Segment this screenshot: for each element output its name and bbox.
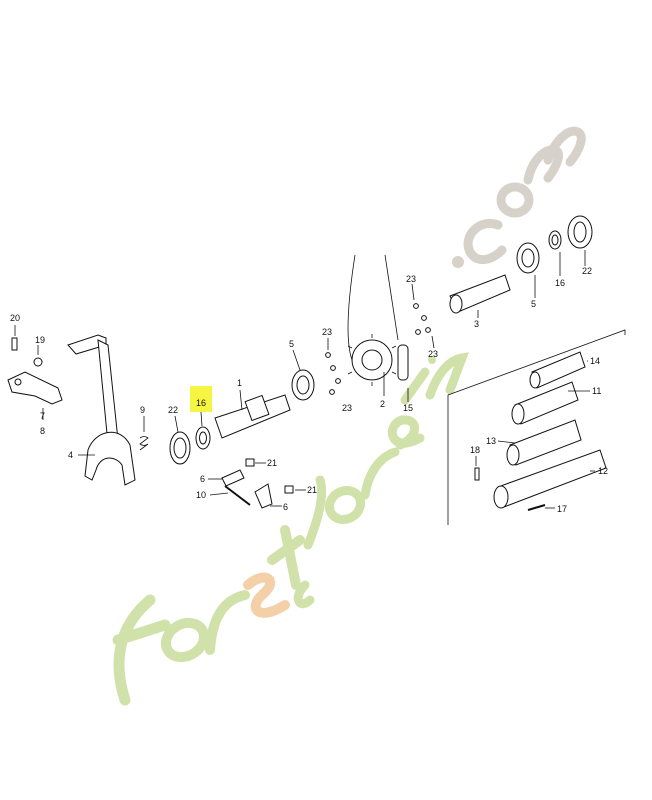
part-3-splined-shaft [449, 274, 511, 314]
part-13-tube [506, 419, 582, 466]
callout-11: 11 [592, 386, 601, 396]
callout-23: 23 [406, 274, 416, 284]
part-12-tube [493, 449, 607, 509]
callout-23: 23 [322, 327, 332, 337]
callout-9: 9 [140, 405, 145, 415]
callout-7: 7 [40, 411, 45, 421]
callout-23: 23 [428, 349, 438, 359]
callout-2: 2 [380, 399, 385, 409]
callout-6: 6 [200, 474, 205, 484]
callout-14: 14 [590, 356, 600, 366]
part-6-bolt-upper [221, 469, 245, 487]
part-2-sprocket [347, 254, 399, 386]
part-21-nut-lower [284, 485, 294, 494]
callout-3: 3 [474, 319, 479, 329]
part-15-chain [397, 344, 409, 381]
callout-23: 23 [342, 403, 352, 413]
part-9-spring [139, 436, 149, 451]
callout-17: 17 [557, 504, 567, 514]
part-22-bearing-right [567, 215, 593, 249]
callout-16-highlight [190, 386, 212, 412]
inset-frame [447, 329, 626, 525]
leader-lines [14, 250, 595, 509]
callout-21: 21 [267, 458, 277, 468]
callout-6: 6 [283, 502, 288, 512]
callout-22: 22 [582, 266, 592, 276]
part-5-bearing-left [291, 369, 315, 401]
callout-labels: 20 19 7 8 4 9 22 16 1 5 23 23 2 15 23 23… [10, 266, 608, 514]
callout-16: 16 [555, 278, 565, 288]
callout-15: 15 [403, 403, 413, 413]
callout-21: 21 [307, 485, 317, 495]
part-5-bearing-right [516, 242, 540, 274]
callout-8: 8 [40, 426, 45, 436]
part-6-plate-lower [254, 483, 273, 509]
callout-5: 5 [289, 339, 294, 349]
part-22-bearing-left [169, 431, 191, 465]
callout-12: 12 [598, 466, 608, 476]
callout-18: 18 [470, 445, 480, 455]
callout-22: 22 [168, 405, 178, 415]
part-1-shaft [214, 394, 291, 439]
callout-19: 19 [35, 335, 45, 345]
callout-10: 10 [196, 490, 206, 500]
part-10-rod [224, 485, 251, 506]
part-21-nut-upper [245, 458, 255, 467]
part-17-pin [527, 504, 546, 511]
callout-1: 1 [237, 378, 242, 388]
part-23-balls-right [413, 303, 431, 335]
part-18-pin [474, 467, 480, 481]
part-19-clip [33, 357, 43, 367]
part-14-tube [529, 351, 586, 389]
callout-4: 4 [68, 450, 73, 460]
part-4-shift-fork [67, 334, 136, 486]
part-7-lever [7, 371, 63, 405]
part-20-pin [11, 337, 18, 351]
part-23-balls-left [325, 352, 341, 395]
part-16-washer-left [195, 426, 211, 450]
callout-16-highlighted: 16 [196, 398, 206, 408]
callout-5: 5 [531, 299, 536, 309]
part-11-tube [511, 381, 579, 425]
callout-13: 13 [486, 436, 496, 446]
part-16-washer-right [548, 230, 562, 250]
callout-20: 20 [10, 313, 20, 323]
